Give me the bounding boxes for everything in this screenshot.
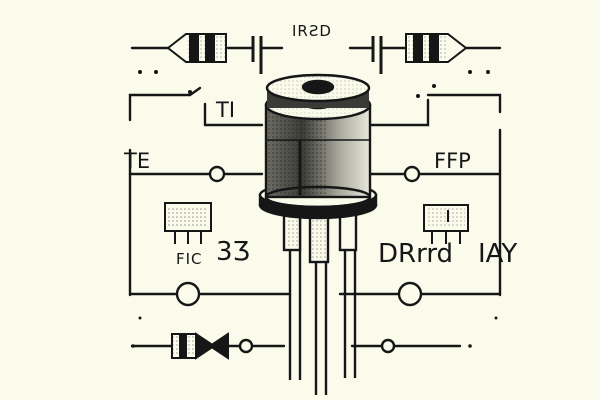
transistor-leads [282,208,358,395]
transistor [258,73,378,395]
node-bottom-left [238,338,254,354]
label-left-mid: TE [123,149,150,173]
label-top-center: IRƧD [292,22,332,40]
node-bottom-right [380,338,396,354]
wires [128,46,502,348]
capacitor-left [251,36,263,74]
node-right-mid [403,165,421,183]
label-upper-left: TI [215,98,235,122]
transistor-body [264,103,372,209]
circuit-nodes [175,165,423,354]
diode-bottom [171,332,229,360]
resistor-top-right [405,33,468,63]
label-left-lower-b: 3Ʒ [216,237,250,267]
label-left-lower-a: FIC [176,250,203,268]
label-right-mid: FFP [434,149,471,173]
ic-chip-left [164,202,212,244]
node-right-low [397,281,423,307]
node-left-low [175,281,201,307]
labels: IRƧD TI TE FFP FIC 3Ʒ DRrrd IAY [123,22,517,269]
resistor-top-left [166,33,227,63]
transistor-cap [264,73,372,121]
label-right-lower-a: DRrrd [378,239,453,269]
label-right-lower-b: IAY [478,239,517,269]
dots [131,70,498,348]
node-left-mid [208,165,226,183]
ic-chip-right [423,204,469,244]
capacitor-right [371,36,383,74]
